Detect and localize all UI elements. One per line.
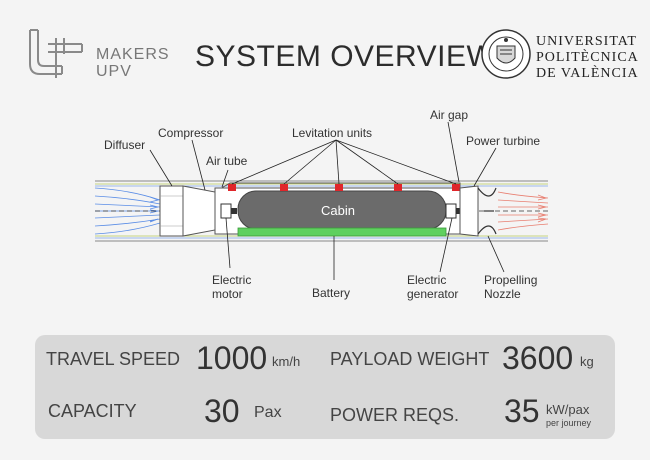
pod-diagram <box>94 121 549 280</box>
battery-shape <box>237 227 447 237</box>
travel-speed-unit: km/h <box>272 354 301 369</box>
payload-weight-label: PAYLOAD WEIGHT <box>330 349 490 369</box>
label-electric-generator-line-2: generator <box>407 287 459 301</box>
power-reqs-label: POWER REQS. <box>330 405 460 425</box>
power-reqs-unit: kW/pax <box>546 402 590 417</box>
makers-upv-logo-icon <box>29 29 83 78</box>
levitation-unit-3 <box>335 184 343 191</box>
electric-generator-shape <box>445 203 457 219</box>
upv-line: UPV <box>96 63 132 80</box>
travel-speed-label: TRAVEL SPEED <box>46 349 181 369</box>
makers-line: MAKERS <box>96 46 170 63</box>
propelling-nozzle-shape <box>477 187 497 235</box>
capacity-label: CAPACITY <box>48 401 137 421</box>
power-reqs-value: 35 <box>504 393 540 429</box>
university-line-3: DE VALÈNCIA <box>536 66 639 81</box>
levitation-unit-2 <box>280 184 288 191</box>
power-turbine-shape <box>459 185 479 237</box>
label-compressor: Compressor <box>158 126 224 140</box>
payload-weight-value: 3600 <box>502 340 574 376</box>
capacity-unit: Pax <box>254 404 282 421</box>
payload-weight-unit: kg <box>580 354 594 369</box>
label-cabin: Cabin <box>321 203 355 218</box>
compressor-shape <box>182 185 216 237</box>
label-air-tube: Air tube <box>206 154 248 168</box>
label-battery: Battery <box>312 286 351 300</box>
tube-walls <box>95 180 548 242</box>
university-line-1: UNIVERSITAT <box>536 34 637 49</box>
motor-shaft <box>231 208 237 214</box>
label-levitation-units: Levitation units <box>292 126 373 140</box>
label-electric-motor-line-2: motor <box>212 287 243 301</box>
university-name: UNIVERSITAT POLITÈCNICA DE VALÈNCIA <box>536 34 639 82</box>
diffuser-shape <box>159 185 184 237</box>
power-reqs-sub: per journey <box>546 418 592 428</box>
page-title: SYSTEM OVERVIEW <box>195 40 496 73</box>
levitation-units <box>228 184 460 191</box>
label-electric-motor: Electric motor <box>212 273 251 301</box>
capacity-value: 30 <box>204 393 240 429</box>
label-air-gap: Air gap <box>430 108 469 122</box>
label-power-turbine: Power turbine <box>466 134 541 148</box>
generator-shaft <box>456 208 462 214</box>
levitation-unit-5 <box>452 184 460 191</box>
exhaust-flow-arrows <box>497 191 549 231</box>
leader-lines <box>149 121 505 280</box>
specs-panel <box>35 335 615 439</box>
label-propelling-nozzle-line-2: Nozzle <box>484 287 521 301</box>
levitation-unit-4 <box>394 184 402 191</box>
label-propelling-nozzle-line-1: Propelling <box>484 273 538 287</box>
label-propelling-nozzle: Propelling Nozzle <box>484 273 537 301</box>
electric-motor-shape <box>220 203 232 219</box>
university-line-2: POLITÈCNICA <box>536 50 639 65</box>
label-electric-generator: Electric generator <box>407 273 458 301</box>
label-electric-generator-line-1: Electric <box>407 273 447 287</box>
university-seal-icon <box>481 29 531 79</box>
makers-upv-logo-text: MAKERS UPV <box>96 46 170 80</box>
label-electric-motor-line-1: Electric <box>212 273 252 287</box>
travel-speed-value: 1000 <box>196 340 268 376</box>
levitation-unit-1 <box>228 184 236 191</box>
label-diffuser: Diffuser <box>104 138 146 152</box>
